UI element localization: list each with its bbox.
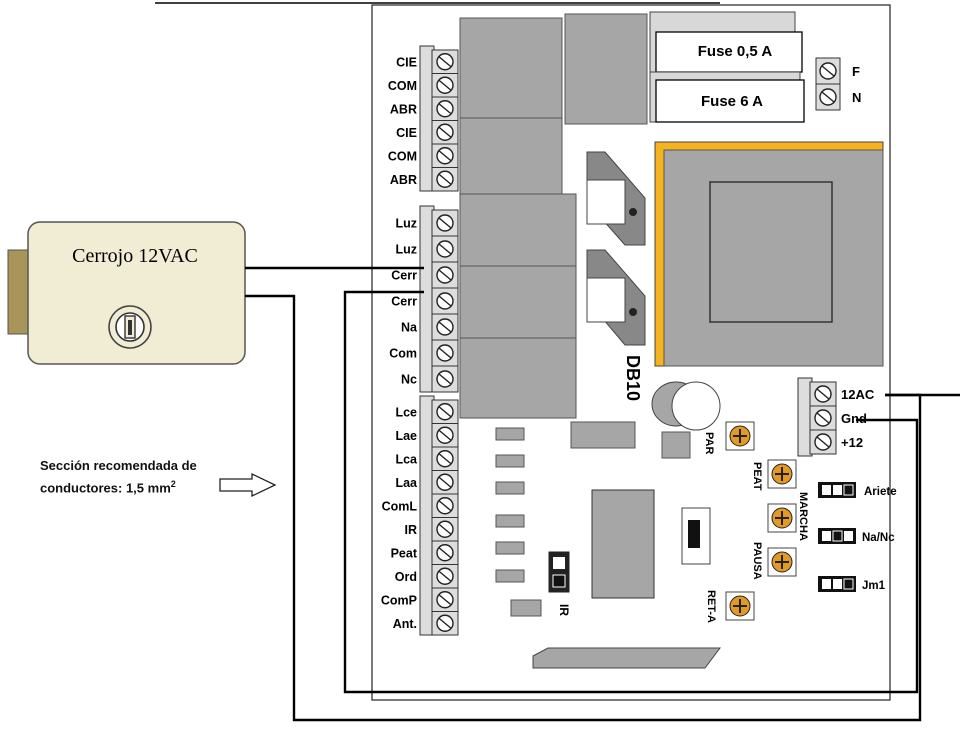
terminal-label-plus12: +12 [841,435,863,450]
relay-block [459,13,648,419]
ir-jumper[interactable] [548,551,570,593]
terminal-label: Peat [391,546,418,560]
terminal-label: Laa [395,476,418,490]
terminal-label: Ord [395,570,417,584]
terminal-label: Na [401,321,418,335]
relay-2 [459,117,563,195]
left-terminal-strips [419,45,459,636]
board-label: DB10 [623,355,643,401]
terminal-label-12ac: 12AC [841,387,875,402]
heatsink-bar [532,647,721,669]
jumpers [818,482,856,592]
transformer [654,141,884,367]
terminal-label: Cerr [391,269,417,283]
trimmer-label-ret-a: RET-A [705,590,717,623]
jumper-label-na-nc: Na/Nc [862,532,895,544]
conductor-note-line2: conductores: 1,5 mm2 [40,479,176,496]
jumper-na-nc[interactable] [818,528,856,544]
terminal-n-label: N [852,90,861,105]
wire-cerr-gnd [343,290,919,694]
voltage-regulators [586,151,646,346]
trimmers [725,421,797,621]
electric-lock: Cerrojo 12VAC [7,221,246,365]
relay-top [564,13,648,125]
relay-4 [459,265,577,339]
regulator-1 [586,179,626,225]
left-terminal-labels: CIECOMABRCIECOMABRLuzLuzCerrCerrNaComNcL… [381,55,418,631]
lock-body [27,221,246,365]
regulator-2 [586,277,626,323]
ir-jumper-label: IR [557,604,571,616]
lock-label: Cerrojo 12VAC [72,245,198,267]
smd-components [495,421,691,617]
arrow-icon [219,472,277,498]
terminal-label: Nc [401,373,417,387]
transformer-core [709,181,833,323]
jumper-ariete[interactable] [818,482,856,498]
terminal-label: IR [405,523,418,537]
jumper-jm1[interactable] [818,576,856,592]
fuse-bottom-glass [655,79,805,123]
terminal-label: ABR [390,102,417,116]
switch[interactable] [681,507,711,565]
jumper-label-ariete: Ariete [864,486,897,498]
relay-1 [459,17,563,119]
fuse-top-glass [655,31,803,73]
terminal-label: Lca [395,452,418,466]
terminal-label: Ant. [393,617,417,631]
terminal-label: Com [389,347,417,361]
terminal-label: COM [388,149,417,163]
conductor-note-superscript: 2 [170,479,176,489]
terminal-label: ComP [381,593,417,607]
terminal-label: ComL [382,499,418,513]
fuse-holders: Fuse 0,5 A Fuse 6 A [649,11,805,123]
terminal-label: Lae [395,429,417,443]
trimmer-label-pausa: PAUSA [751,542,763,580]
terminal-label: Lce [395,405,417,419]
terminal-f-label: F [852,64,860,79]
fuse-bottom-label: Fuse 6 A [701,93,763,110]
trimmer-label-par: PAR [703,432,715,454]
right-terminal-block [797,377,837,457]
terminal-label: CIE [396,55,417,69]
capacitor [651,381,721,431]
conductor-note: Sección recomendada de conductores: 1,5 … [40,456,197,497]
relay-3 [459,193,577,267]
conductor-note-line1: Sección recomendada de [40,458,197,473]
relay-5 [459,337,577,419]
terminal-label: Luz [395,243,417,257]
terminal-label: Cerr [391,295,417,309]
terminal-label: COM [388,79,417,93]
trimmer-label-marcha: MARCHA [797,492,809,541]
terminal-label-gnd: Gnd [841,411,867,426]
terminal-label: Luz [395,217,417,231]
microcontroller [591,489,655,599]
wiring [245,266,960,722]
jumper-label-jm1: Jm1 [862,580,886,592]
power-terminal-block: F N [815,57,861,111]
fuse-top-label: Fuse 0,5 A [698,43,773,60]
trimmer-label-peat: PEAT [751,462,763,491]
terminal-label: CIE [396,126,417,140]
terminal-label: ABR [390,173,417,187]
